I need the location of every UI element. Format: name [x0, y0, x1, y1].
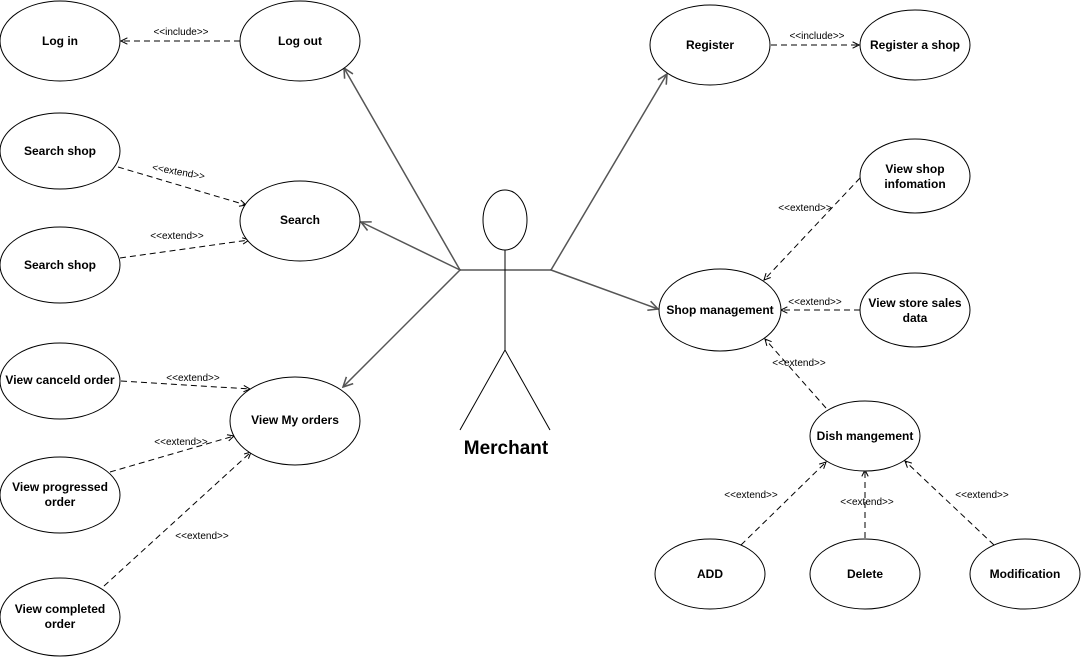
- use-case-label: Dish mangement: [817, 429, 914, 443]
- use-case-dish-management[interactable]: Dish mangement: [809, 400, 921, 472]
- use-case-modification[interactable]: Modification: [969, 538, 1081, 610]
- use-case-label: order: [45, 617, 76, 631]
- extend-add-dishmgmt: [740, 462, 826, 546]
- label-extend-viewshopinfo: <<extend>>: [778, 203, 832, 214]
- label-extend-salesdata: <<extend>>: [788, 297, 842, 308]
- actor-head: [482, 189, 528, 251]
- use-case-logout[interactable]: Log out: [239, 0, 361, 82]
- use-case-view-progressed-order[interactable]: View progressed order: [0, 456, 121, 534]
- actor-label: Merchant: [464, 438, 549, 459]
- use-case-search-shop-1[interactable]: Search shop: [0, 112, 121, 190]
- assoc-logout: [344, 68, 461, 271]
- associations: [343, 68, 667, 387]
- extend-dishmgmt-shopmgmt: [765, 339, 827, 409]
- use-case-label: Log in: [42, 34, 78, 48]
- label-extend-add: <<extend>>: [724, 490, 778, 501]
- use-case-label: Modification: [990, 567, 1061, 581]
- use-case-search-shop-2[interactable]: Search shop: [0, 226, 121, 304]
- use-case-label: Log out: [278, 34, 322, 48]
- extend-searchshop1-search: [117, 166, 246, 205]
- use-case-label: Register: [686, 38, 734, 52]
- use-case-label: View progressed: [12, 480, 108, 494]
- use-case-label: order: [45, 495, 76, 509]
- label-extend-modification: <<extend>>: [955, 490, 1009, 501]
- assoc-shop-management: [550, 269, 658, 309]
- extend-progressed-myorders: [109, 436, 234, 473]
- use-case-label: View store sales: [868, 296, 961, 310]
- use-case-register[interactable]: Register: [649, 4, 771, 86]
- use-case-label: infomation: [884, 177, 945, 191]
- label-extend-dishmgmt: <<extend>>: [772, 358, 826, 369]
- use-case-label: View shop: [885, 162, 944, 176]
- use-case-view-shop-info[interactable]: View shop infomation: [859, 138, 971, 214]
- use-case-view-my-orders[interactable]: View My orders: [229, 376, 361, 466]
- label-extend-delete: <<extend>>: [840, 497, 894, 508]
- actor-merchant[interactable]: Merchant: [459, 189, 551, 459]
- assoc-register: [550, 74, 667, 271]
- use-case-label: ADD: [697, 567, 723, 581]
- use-case-label: Delete: [847, 567, 883, 581]
- assoc-search: [361, 222, 461, 271]
- use-case-label: Shop management: [666, 303, 773, 317]
- actor-right-leg: [504, 349, 551, 431]
- extend-completed-myorders: [103, 452, 251, 587]
- label-include-registershop: <<include>>: [789, 31, 844, 42]
- extend-viewshopinfo-shopmgmt: [764, 177, 861, 280]
- use-case-label: Search: [280, 213, 320, 227]
- use-case-shop-management[interactable]: Shop management: [658, 268, 782, 352]
- use-case-delete[interactable]: Delete: [809, 538, 921, 610]
- use-case-search[interactable]: Search: [239, 180, 361, 262]
- use-case-label: View completed: [15, 602, 105, 616]
- use-case-view-canceled-order[interactable]: View canceld order: [0, 342, 121, 420]
- use-case-view-store-sales-data[interactable]: View store sales data: [859, 272, 971, 348]
- use-case-label: Search shop: [24, 144, 96, 158]
- extend-canceled-myorders: [120, 380, 250, 389]
- use-case-label: View canceld order: [5, 373, 114, 387]
- use-case-register-shop[interactable]: Register a shop: [859, 9, 971, 81]
- extend-modification-dishmgmt: [905, 461, 995, 546]
- label-extend-completed: <<extend>>: [175, 531, 229, 542]
- extend-searchshop2-search: [119, 240, 249, 259]
- use-case-label: View My orders: [251, 413, 339, 427]
- label-include-login: <<include>>: [153, 27, 208, 38]
- use-case-add[interactable]: ADD: [654, 538, 766, 610]
- label-extend-progressed: <<extend>>: [154, 437, 208, 448]
- use-case-label: data: [903, 311, 928, 325]
- actor-left-leg: [459, 349, 506, 431]
- label-extend-searchshop2: <<extend>>: [150, 231, 204, 242]
- dependencies: [103, 41, 995, 587]
- use-case-label: Register a shop: [870, 38, 960, 52]
- use-case-view-completed-order[interactable]: View completed order: [0, 577, 121, 657]
- assoc-view-my-orders: [343, 269, 461, 387]
- use-case-label: Search shop: [24, 258, 96, 272]
- label-extend-canceled: <<extend>>: [166, 373, 220, 384]
- use-case-login[interactable]: Log in: [0, 0, 121, 82]
